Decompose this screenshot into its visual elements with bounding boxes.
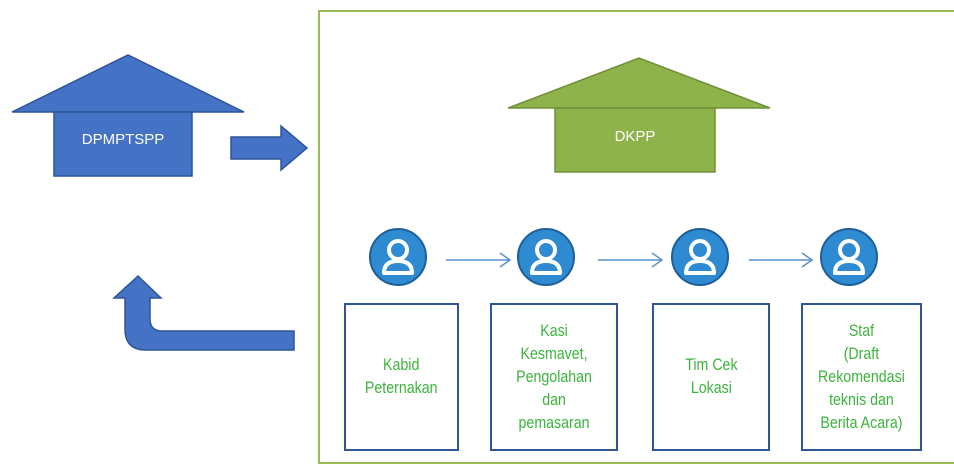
person-avatar-icon <box>516 227 576 287</box>
role-box-tim-cek-lokasi: Tim Cek Lokasi <box>652 303 770 451</box>
role-box-kabid-peternakan: Kabid Peternakan <box>344 303 459 451</box>
dpmptspp-label: DPMPTSPP <box>81 131 165 148</box>
role-label: Staf (Draft Rekomendasi teknis dan Berit… <box>818 321 905 432</box>
person-avatar-icon <box>670 227 730 287</box>
role-label: Tim Cek Lokasi <box>684 356 738 397</box>
dkpp-frame <box>318 10 954 464</box>
person-avatar-icon <box>368 227 428 287</box>
role-box-kasi-kesmavet: Kasi Kesmavet, Pengolahan dan pemasaran <box>490 303 618 451</box>
dkpp-label: DKPP <box>614 128 656 145</box>
person-avatar-icon <box>819 227 879 287</box>
role-label: Kabid Peternakan <box>365 356 438 397</box>
role-box-staf: Staf (Draft Rekomendasi teknis dan Berit… <box>801 303 922 451</box>
role-label: Kasi Kesmavet, Pengolahan dan pemasaran <box>516 321 592 432</box>
